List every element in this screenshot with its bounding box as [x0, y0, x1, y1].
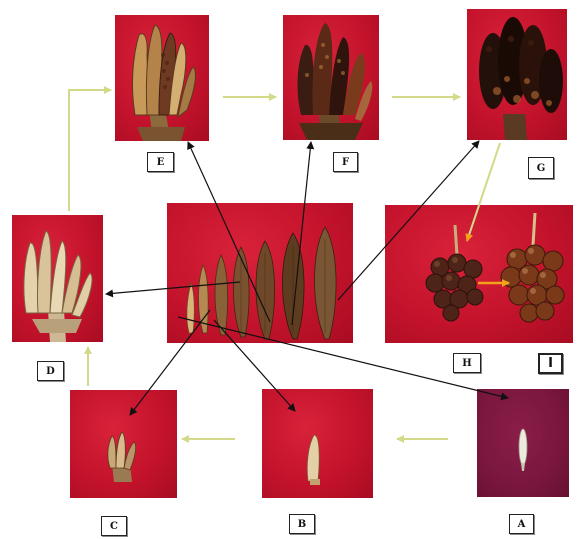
arrow-d-to-e [69, 90, 111, 211]
photo-stage-g [467, 9, 567, 140]
photo-stage-d [12, 215, 103, 342]
label-d: D [37, 361, 64, 381]
inflorescence-stage-g-image [467, 9, 567, 140]
inflorescence-stage-c-image [70, 390, 177, 498]
infructescence-i [501, 213, 564, 322]
label-i: I [538, 353, 563, 374]
label-h: H [453, 353, 481, 373]
photo-spathe-series [167, 203, 353, 343]
photo-stage-f [283, 15, 379, 140]
label-b: B [289, 514, 315, 534]
label-c: C [101, 516, 127, 536]
inflorescence-stage-a-image [477, 389, 569, 497]
photo-stage-a [477, 389, 569, 497]
spathe-series-image [167, 203, 353, 343]
inflorescence-stage-e-image [115, 15, 209, 141]
label-a: A [509, 514, 534, 534]
photo-stage-h-i [385, 205, 573, 343]
infructescence-stage-h-i-image [385, 205, 573, 343]
inflorescence-stage-d-image [12, 215, 103, 342]
inflorescence-stage-b-image [262, 389, 373, 498]
infructescence-h [426, 225, 483, 321]
inflorescence-stage-f-image [283, 15, 379, 140]
label-e: E [147, 152, 174, 172]
photo-stage-b [262, 389, 373, 498]
photo-stage-e [115, 15, 209, 141]
label-g: G [528, 157, 554, 179]
label-f: F [333, 152, 358, 172]
photo-stage-c [70, 390, 177, 498]
